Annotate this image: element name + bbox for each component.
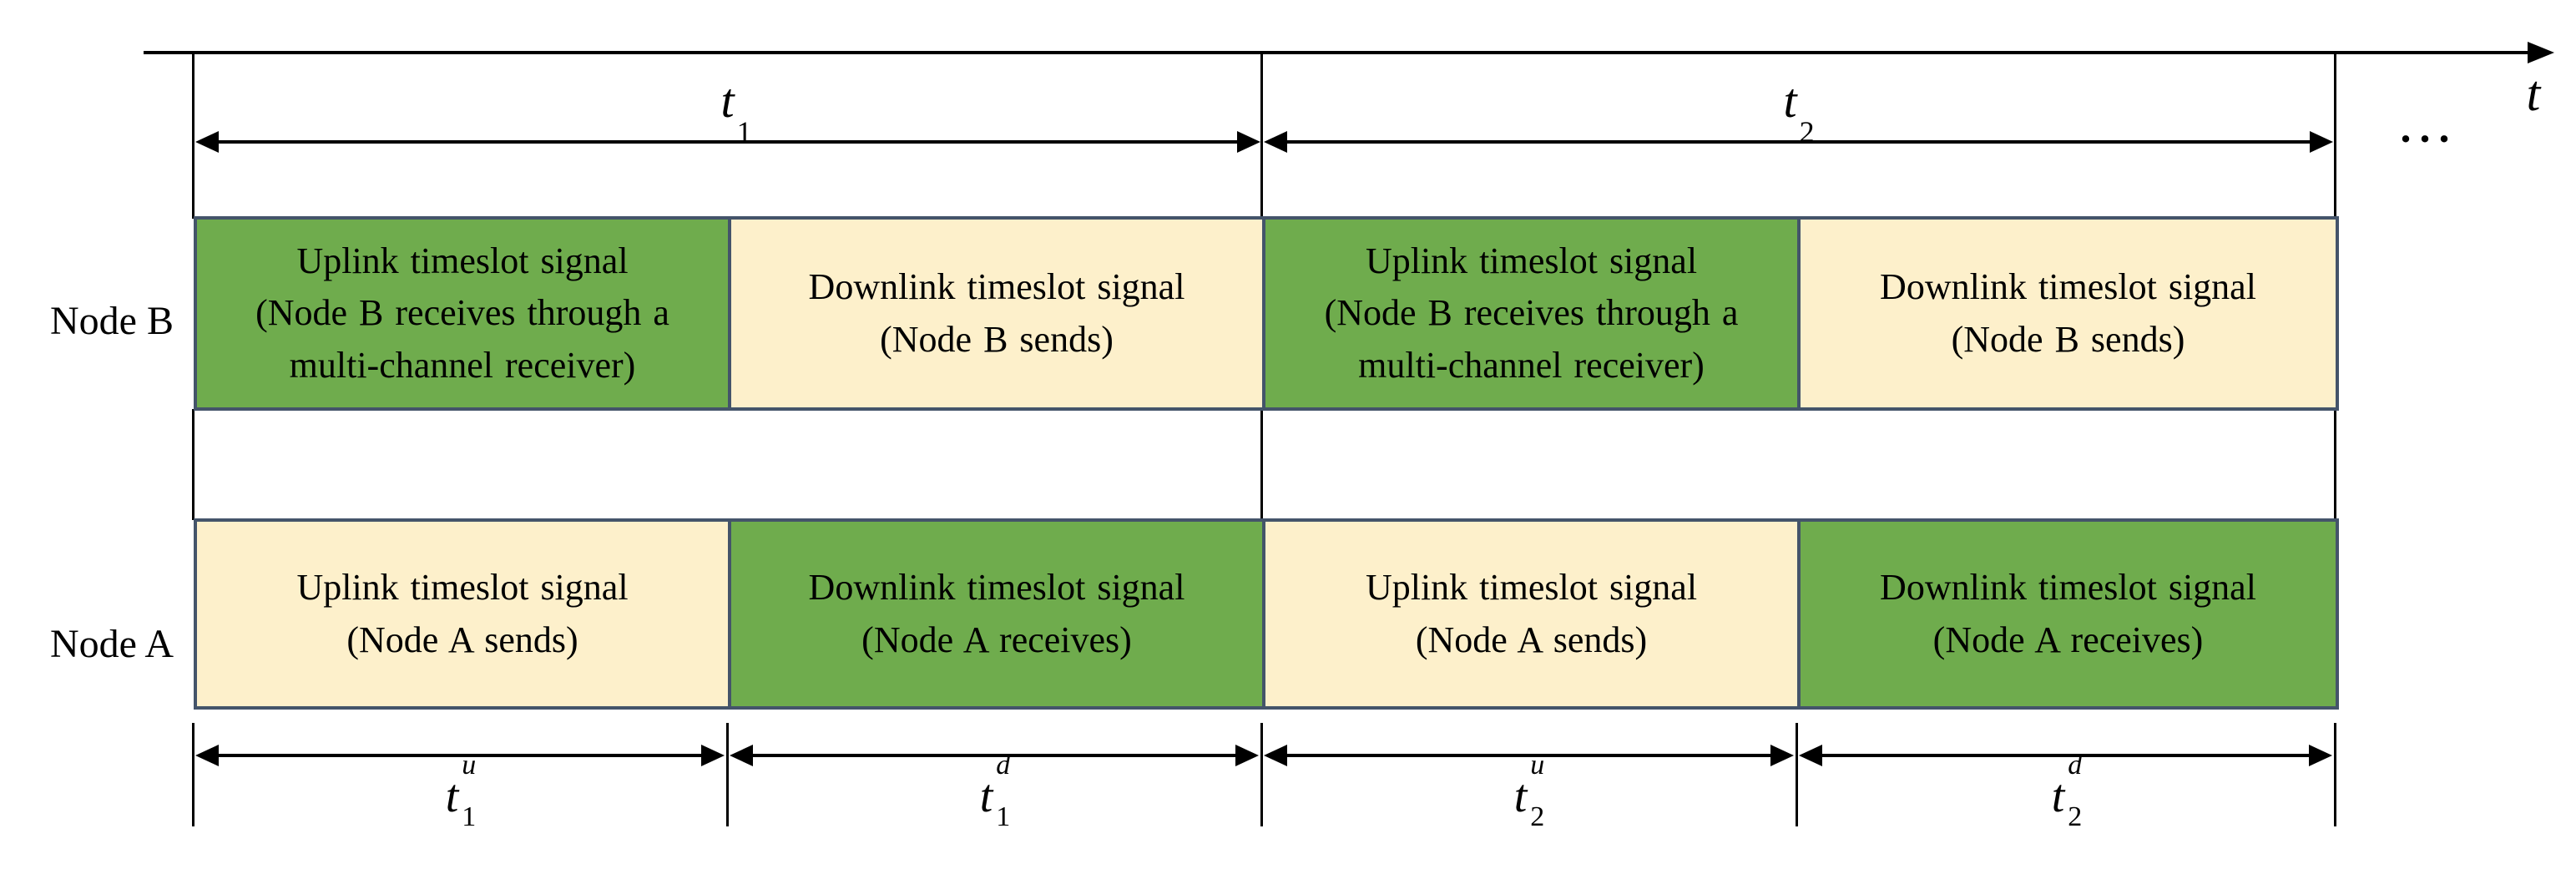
slot-text-line: (Node A receives)	[1932, 619, 2204, 660]
subslot-label-t2u: t u 2	[1471, 751, 1588, 831]
slot-text-line: Downlink timeslot signal	[808, 266, 1185, 308]
arrowhead-right-icon	[1237, 131, 1260, 153]
subslot-label-t1u: t u 1	[402, 751, 519, 831]
frame-boundary-line	[1260, 723, 1263, 826]
math-subscript: 2	[1799, 115, 1815, 149]
slot-text-line: (Node B sends)	[1951, 318, 2185, 360]
subslot-label-t1d: t d 1	[937, 751, 1053, 831]
subslot-arrow-t1d	[730, 743, 1259, 768]
math-subscript: 1	[736, 115, 752, 149]
math-superscript: u	[462, 750, 477, 781]
slot-text-line: Downlink timeslot signal	[1880, 266, 2256, 308]
arrow-shaft	[214, 754, 706, 757]
frame-boundary-line	[1260, 409, 1263, 520]
slot-text-line: Uplink timeslot signal	[1365, 567, 1698, 609]
slot-text-line: Uplink timeslot signal	[1365, 240, 1698, 281]
slot-text-line: multi-channel receiver)	[289, 344, 636, 386]
math-superscript: u	[1530, 750, 1545, 781]
slot-nodeA-frame1-uplink: Uplink timeslot signal (Node A sends)	[194, 518, 731, 710]
slot-text-line: Uplink timeslot signal	[296, 240, 629, 281]
slot-text-line: (Node B sends)	[880, 318, 1114, 360]
slot-text-line: (Node A receives)	[861, 619, 1132, 660]
math-scripts: d 2	[2068, 751, 2082, 831]
math-subscript: 1	[462, 801, 477, 832]
slot-nodeA-frame2-downlink: Downlink timeslot signal (Node A receive…	[1797, 518, 2339, 710]
frame-boundary-line	[192, 53, 194, 219]
arrow-shaft	[1817, 754, 2314, 757]
subslot-arrow-t1u	[195, 743, 725, 768]
arrowhead-right-icon	[1235, 745, 1259, 766]
math-subscript: 1	[996, 801, 1011, 832]
frame-boundary-line	[2334, 409, 2336, 520]
slot-nodeA-frame2-uplink: Uplink timeslot signal (Node A sends)	[1262, 518, 1801, 710]
frame-boundary-line	[1260, 53, 1263, 219]
slot-text-line: Uplink timeslot signal	[296, 567, 629, 609]
math-base: t	[720, 73, 735, 128]
slot-text-line: (Node A sends)	[346, 619, 578, 660]
ellipsis-continuation: ...	[2400, 104, 2458, 152]
time-axis-line	[144, 51, 2549, 54]
math-base: t	[1513, 770, 1528, 822]
math-scripts: d 1	[996, 751, 1010, 831]
math-scripts: u 1	[462, 751, 476, 831]
subslot-tick-line	[1796, 723, 1798, 826]
time-axis-arrowhead-icon	[2528, 42, 2554, 63]
node-a-label: Node A	[50, 622, 174, 666]
arrowhead-right-icon	[1770, 745, 1794, 766]
slot-nodeB-frame2-downlink: Downlink timeslot signal (Node B sends)	[1797, 216, 2339, 411]
math-base: t	[1783, 73, 1797, 128]
frame-boundary-line	[2334, 723, 2336, 826]
subslot-tick-line	[726, 723, 729, 826]
arrowhead-right-icon	[701, 745, 725, 766]
arrow-shaft	[1282, 754, 1775, 757]
slot-nodeB-frame2-uplink: Uplink timeslot signal (Node B receives …	[1262, 216, 1801, 411]
arrow-shaft	[214, 140, 1242, 144]
frame-duration-arrow-t1	[195, 129, 1260, 154]
frame-boundary-line	[2334, 53, 2336, 219]
subslot-arrow-t2d	[1799, 743, 2332, 768]
slot-text-line: (Node A sends)	[1415, 619, 1648, 660]
arrowhead-right-icon	[2309, 745, 2332, 766]
time-axis-label: t	[2526, 66, 2541, 121]
slot-nodeB-frame1-uplink: Uplink timeslot signal (Node B receives …	[194, 216, 731, 411]
math-base: t	[2051, 770, 2065, 822]
math-superscript: d	[2068, 750, 2083, 781]
math-base: t	[979, 770, 993, 822]
arrow-shaft	[1282, 140, 2315, 144]
slot-text-line: Downlink timeslot signal	[1880, 567, 2256, 609]
node-b-label: Node B	[50, 299, 174, 343]
slot-text-line: multi-channel receiver)	[1358, 344, 1705, 386]
math-superscript: d	[996, 750, 1011, 781]
frame-boundary-line	[192, 409, 194, 520]
slot-nodeA-frame1-downlink: Downlink timeslot signal (Node A receive…	[728, 518, 1265, 710]
subslot-arrow-t2u	[1264, 743, 1794, 768]
subslot-label-t2d: t d 2	[2008, 751, 2125, 831]
math-subscript: 2	[1530, 801, 1545, 832]
math-subscript: 2	[2068, 801, 2083, 832]
arrow-shaft	[748, 754, 1240, 757]
math-scripts: u 2	[1530, 751, 1544, 831]
slot-text-line: (Node B receives through a	[1324, 292, 1739, 334]
slot-text-line: Downlink timeslot signal	[808, 567, 1185, 609]
frame-boundary-line	[192, 723, 194, 826]
frame-duration-arrow-t2	[1264, 129, 2333, 154]
math-base: t	[445, 770, 459, 822]
slot-nodeB-frame1-downlink: Downlink timeslot signal (Node B sends)	[728, 216, 1265, 411]
arrowhead-right-icon	[2310, 131, 2333, 153]
slot-text-line: (Node B receives through a	[255, 292, 669, 334]
